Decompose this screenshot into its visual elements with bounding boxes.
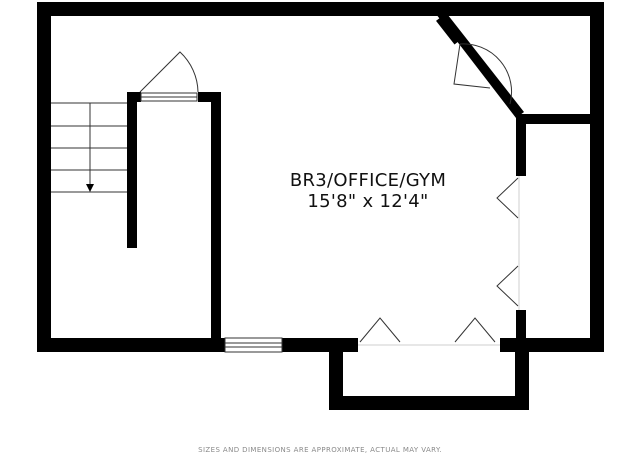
wall-left bbox=[37, 2, 51, 352]
arrow-down-icon bbox=[86, 184, 94, 192]
stair-treads bbox=[51, 102, 127, 193]
closet-bifold-doors bbox=[496, 176, 520, 310]
stair-wall-inner bbox=[127, 92, 137, 248]
door-swing-icon bbox=[139, 51, 199, 102]
closet-left-wall-upper bbox=[516, 114, 526, 176]
alcove-left-wall bbox=[329, 345, 343, 410]
alcove-bifold-doors bbox=[358, 317, 500, 346]
wall-top-right bbox=[432, 2, 604, 16]
bottom-alcove bbox=[329, 345, 529, 410]
stair-wall-right bbox=[211, 92, 221, 342]
alcove-bottom-wall bbox=[329, 396, 529, 410]
closet-door-swing bbox=[453, 43, 513, 105]
wall-top-left bbox=[37, 2, 437, 16]
angled-wall-stub bbox=[436, 13, 464, 45]
wall-right bbox=[590, 2, 604, 352]
closet-walls bbox=[436, 10, 592, 340]
stair-walls bbox=[127, 92, 221, 342]
wall-bottom-mid bbox=[282, 338, 358, 352]
closet-left-wall-lower bbox=[516, 310, 526, 340]
wall-bottom-left bbox=[37, 338, 225, 352]
closet-top-wall bbox=[518, 114, 592, 124]
disclaimer: SIZES AND DIMENSIONS ARE APPROXIMATE, AC… bbox=[198, 446, 442, 454]
room-name: BR3/OFFICE/GYM bbox=[289, 170, 447, 191]
stair-wall-top-left bbox=[127, 92, 141, 102]
stair-wall-top-right bbox=[198, 92, 221, 102]
window bbox=[224, 337, 283, 353]
alcove-right-wall bbox=[515, 345, 529, 410]
room-dimensions: 15'8" x 12'4" bbox=[307, 191, 429, 212]
